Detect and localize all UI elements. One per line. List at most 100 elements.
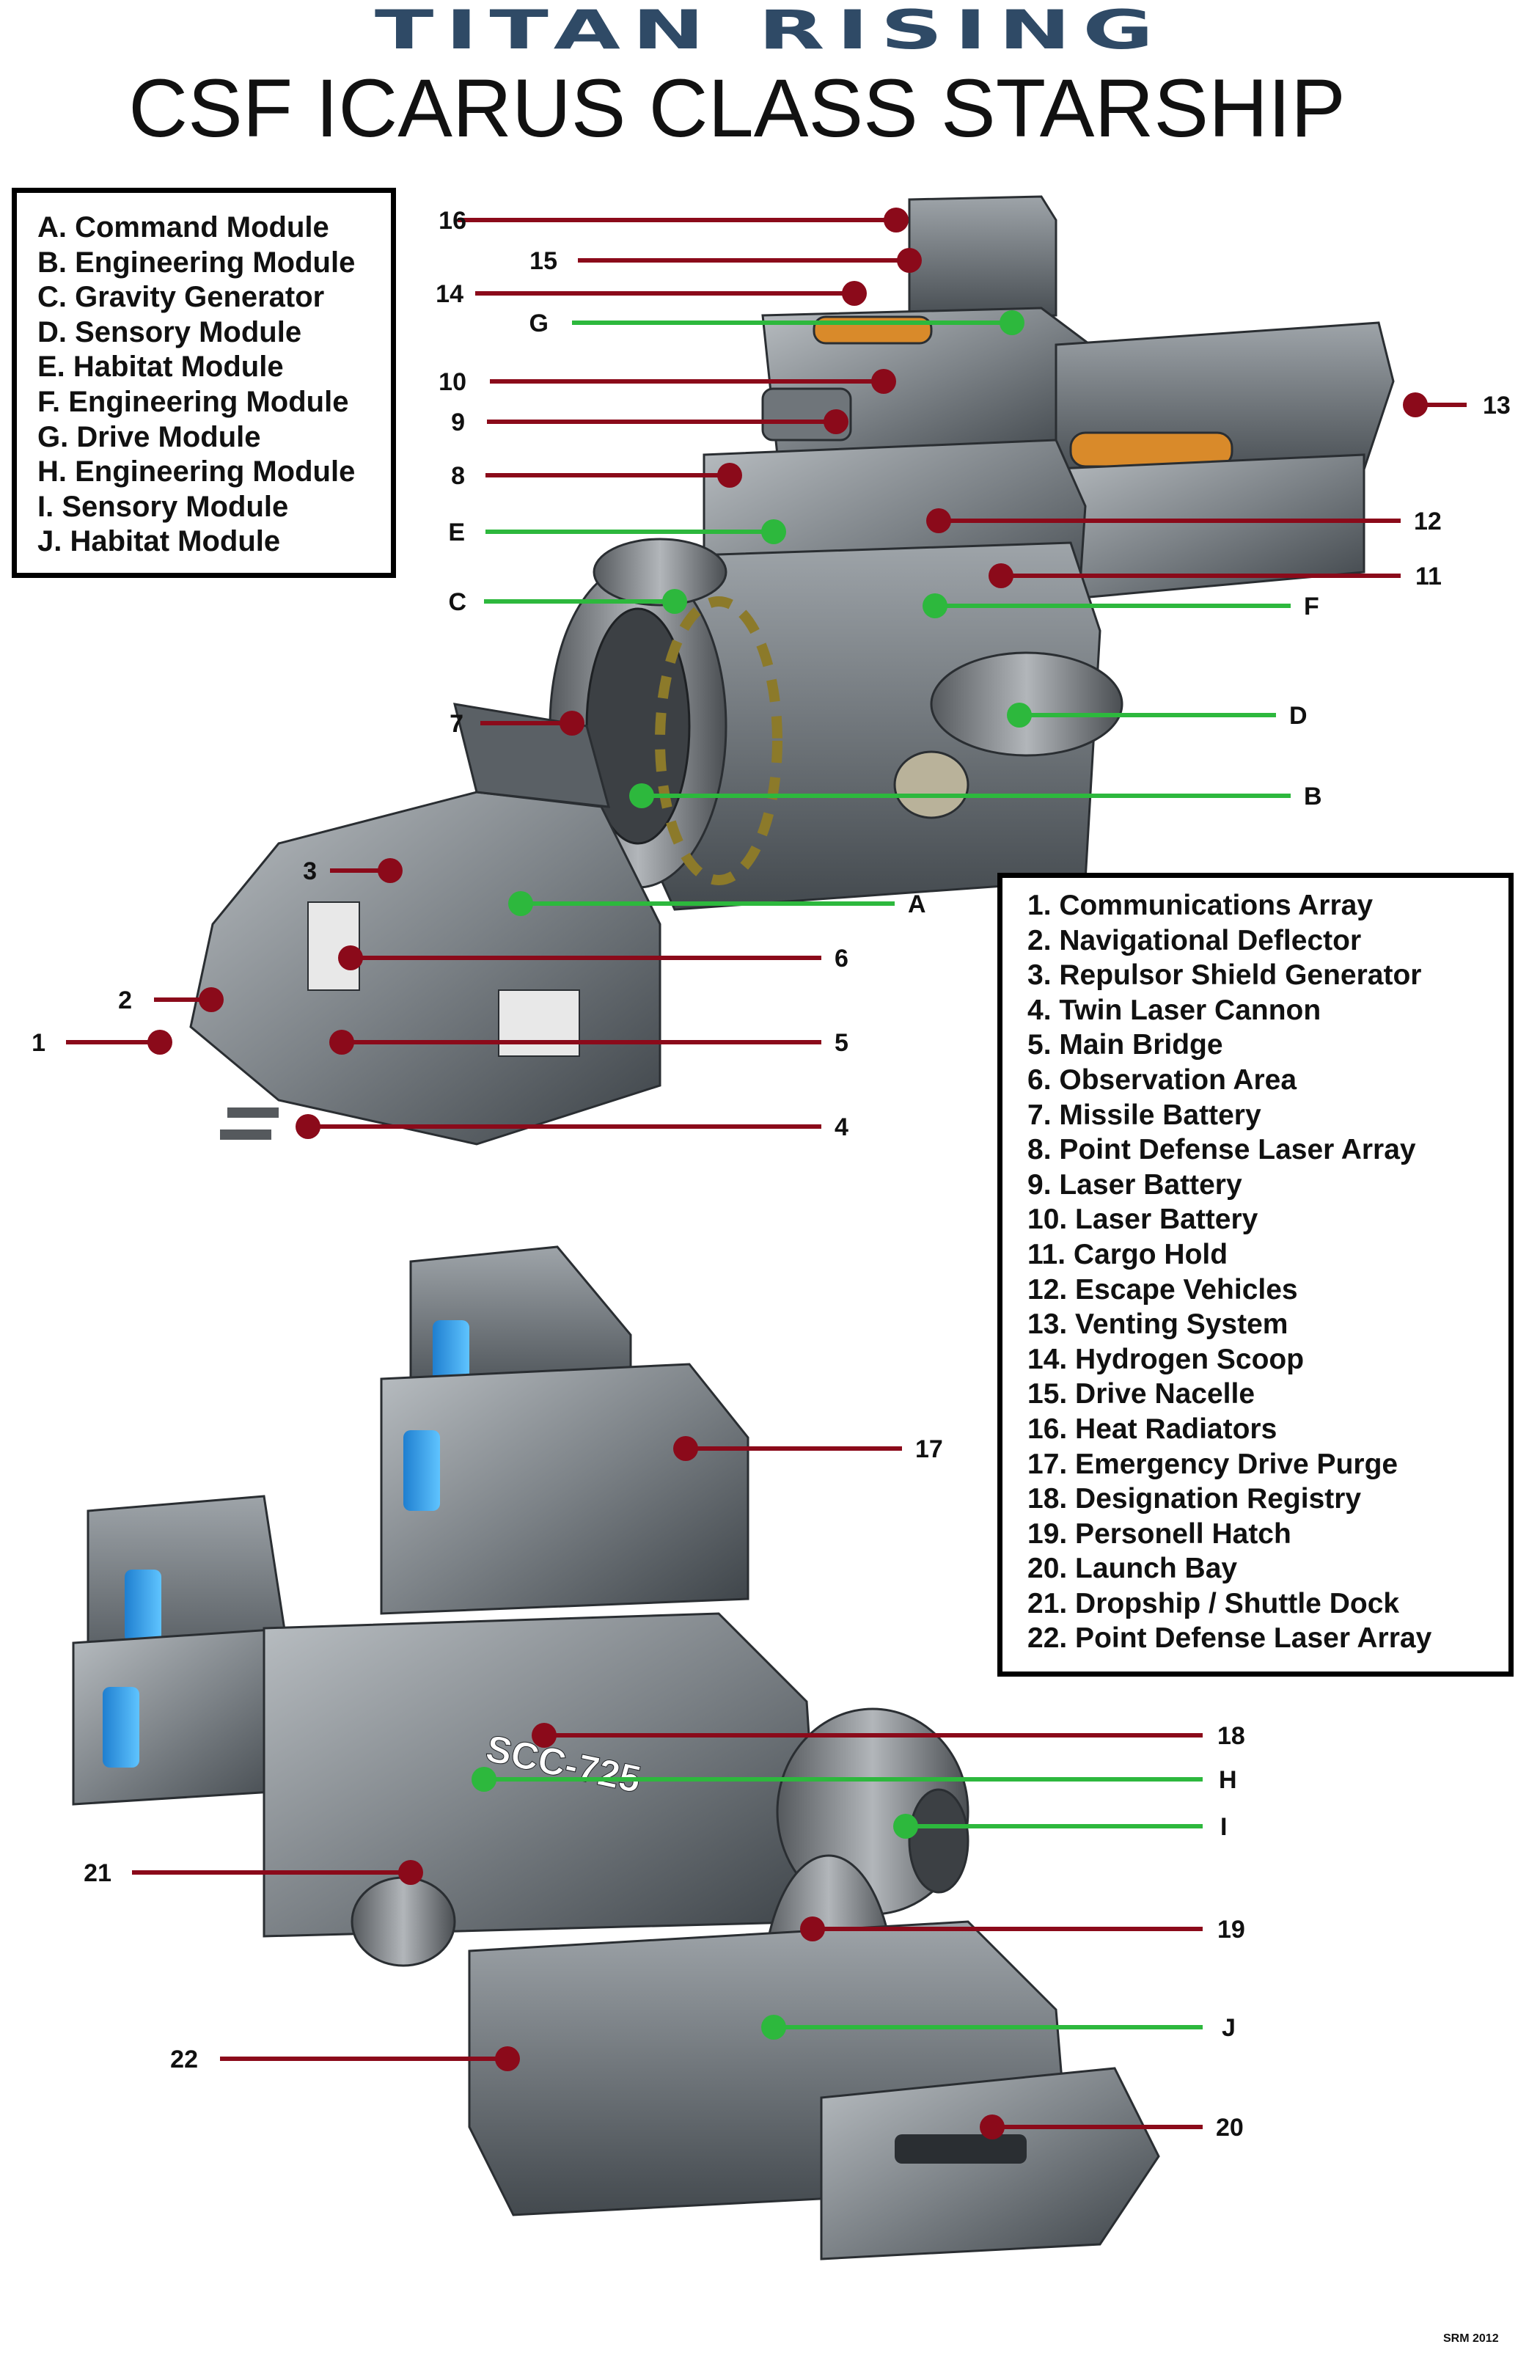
callout-marker-dot: [338, 945, 363, 970]
callout-marker-dot: [532, 1723, 557, 1748]
callout-marker-dot: [508, 891, 533, 916]
callout-2: 2: [118, 986, 224, 1014]
callout-marker-dot: [842, 281, 867, 306]
callout-marker-dot: [629, 783, 654, 808]
callout-marker-dot: [495, 2046, 520, 2071]
callout-label: 6: [835, 945, 848, 973]
callout-marker-dot: [884, 208, 909, 232]
callout-marker-dot: [378, 858, 403, 883]
systems-legend-item: 2. Navigational Deflector: [1027, 924, 1362, 956]
callout-marker-dot: [893, 1814, 918, 1839]
page-title: CSF ICARUS CLASS STARSHIP: [128, 62, 1346, 154]
systems-legend-item: 13. Venting System: [1027, 1308, 1288, 1341]
systems-legend-item: 16. Heat Radiators: [1027, 1413, 1277, 1445]
callout-marker-dot: [296, 1114, 320, 1139]
callout-label: F: [1304, 593, 1319, 620]
callout-15: 15: [529, 247, 922, 275]
callout-label: 4: [835, 1113, 848, 1141]
callout-j: J: [761, 2014, 1236, 2042]
systems-legend-item: 19. Personell Hatch: [1027, 1517, 1291, 1550]
callout-marker-dot: [761, 519, 786, 544]
callout-label: 8: [451, 462, 465, 490]
ring-section: [593, 538, 727, 607]
callout-12: 12: [926, 508, 1442, 535]
systems-legend-item: 21. Dropship / Shuttle Dock: [1027, 1587, 1400, 1619]
callout-d: D: [1007, 702, 1308, 730]
module-legend-item: I. Sensory Module: [37, 490, 289, 523]
callout-label: 16: [439, 207, 466, 235]
command-module: [189, 791, 661, 1146]
module-legend-item: C. Gravity Generator: [37, 281, 325, 314]
systems-legend-item: 5. Main Bridge: [1027, 1029, 1223, 1061]
callout-6: 6: [338, 945, 848, 973]
systems-legend-item: 1. Communications Array: [1027, 890, 1374, 921]
systems-legend-item: 10. Laser Battery: [1027, 1204, 1258, 1236]
systems-legend-item: 20. Launch Bay: [1027, 1553, 1238, 1585]
callout-label: D: [1289, 702, 1308, 730]
callout-marker-dot: [1403, 392, 1428, 417]
callout-label: G: [529, 310, 549, 337]
callout-marker-dot: [199, 987, 224, 1012]
aft-lower-block: [1040, 453, 1365, 603]
callout-16: 16: [439, 207, 909, 235]
callout-marker-dot: [560, 711, 584, 736]
callout-marker-dot: [824, 409, 848, 434]
drive-nacelle-upper: [908, 195, 1057, 324]
callout-10: 10: [439, 368, 896, 396]
callout-marker-dot: [980, 2114, 1005, 2139]
callout-marker-dot: [1000, 310, 1024, 335]
callout-1: 1: [32, 1029, 172, 1057]
callout-label: 2: [118, 986, 132, 1014]
callout-g: G: [529, 310, 1024, 337]
callout-13: 13: [1403, 392, 1511, 420]
callout-b: B: [629, 783, 1322, 810]
systems-legend-item: 3. Repulsor Shield Generator: [1027, 959, 1422, 992]
callout-label: 14: [436, 280, 463, 308]
systems-legend-item: 7. Missile Battery: [1027, 1099, 1261, 1131]
callout-label: 21: [84, 1859, 111, 1887]
callout-label: 18: [1217, 1722, 1245, 1750]
callout-22: 22: [170, 2046, 520, 2073]
callout-label: 3: [303, 857, 317, 885]
callout-label: 22: [170, 2046, 198, 2073]
callout-9: 9: [451, 409, 848, 436]
callout-label: 13: [1483, 392, 1511, 420]
module-legend-item: G. Drive Module: [37, 420, 261, 453]
systems-legend-item: 8. Point Defense Laser Array: [1027, 1134, 1416, 1166]
callout-4: 4: [296, 1113, 848, 1141]
callout-label: E: [448, 519, 465, 546]
bottom-ship: [72, 1245, 1160, 2260]
drive-block-2: [380, 1363, 749, 1615]
module-legend-item: D. Sensory Module: [37, 315, 302, 348]
titan-rising-logo: TITAN RISING: [374, 0, 1166, 62]
callout-marker-dot: [673, 1436, 698, 1461]
callout-marker-dot: [800, 1916, 825, 1941]
radiator-glow: [103, 1687, 139, 1768]
callout-label: 17: [915, 1435, 943, 1463]
systems-legend-item: 22. Point Defense Laser Array: [1027, 1622, 1432, 1655]
callout-label: 7: [450, 710, 463, 738]
systems-legend-item: 4. Twin Laser Cannon: [1027, 994, 1321, 1026]
systems-legend-item: 14. Hydrogen Scoop: [1027, 1343, 1305, 1375]
systems-legend-item: 15. Drive Nacelle: [1027, 1378, 1255, 1410]
callout-h: H: [472, 1766, 1237, 1794]
radiator-glow: [125, 1570, 161, 1643]
bow-cannon: [227, 1107, 279, 1118]
callout-label: 10: [439, 368, 466, 396]
systems-legend-item: 17. Emergency Drive Purge: [1027, 1448, 1398, 1480]
callout-20: 20: [980, 2114, 1244, 2142]
callout-marker-dot: [1007, 703, 1032, 728]
systems-legend-item: 6. Observation Area: [1027, 1063, 1297, 1096]
callout-marker-dot: [897, 248, 922, 273]
launch-bay-opening: [895, 2134, 1027, 2164]
module-legend-item: A. Command Module: [37, 211, 329, 244]
sensory-pod: [930, 651, 1123, 757]
module-legend-item: E. Habitat Module: [37, 351, 284, 384]
callout-layer: 161514G1098EC7321131211FDBA6541718HI2119…: [32, 207, 1511, 2142]
callout-marker-dot: [717, 463, 742, 488]
sensor-cone: [908, 1788, 969, 1894]
module-legend-item: B. Engineering Module: [37, 246, 356, 279]
callout-label: B: [1304, 783, 1322, 810]
